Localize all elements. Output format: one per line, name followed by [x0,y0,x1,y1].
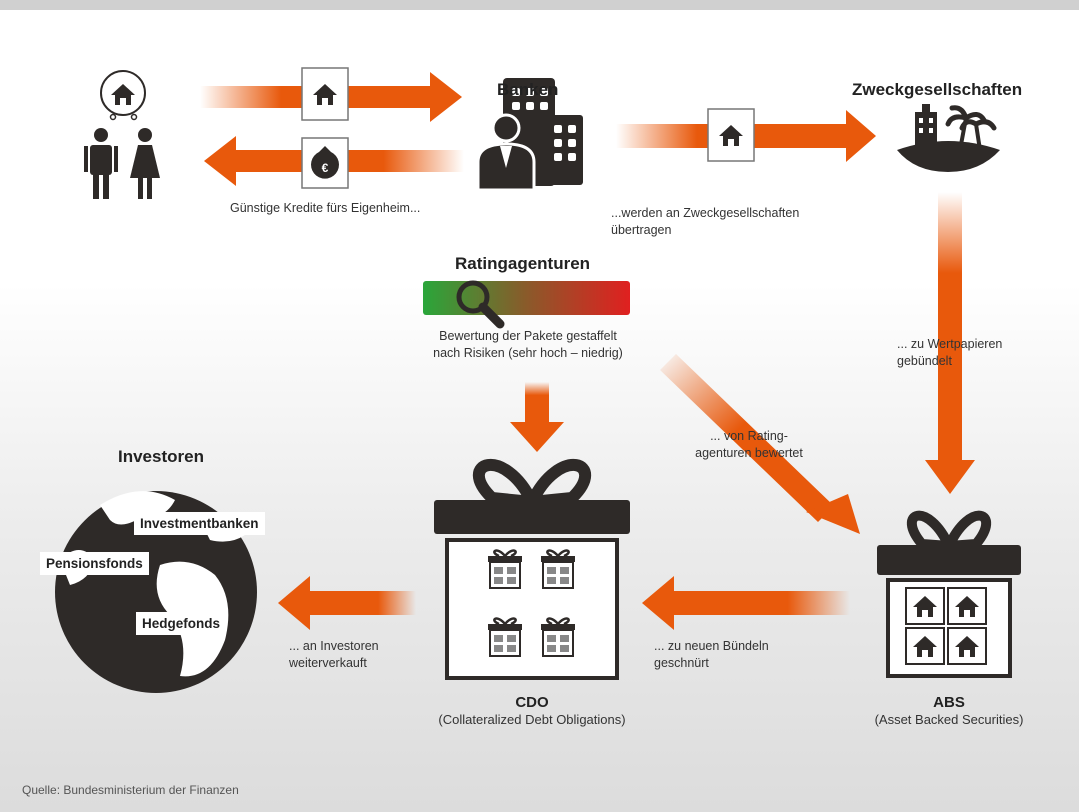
caption-securities: ... zu Wertpapieren gebündelt [897,336,1002,370]
caption-rated-line1: ... von Rating- [710,429,788,443]
caption-transfer-line1: ...werden an Zweckgesellschaften [611,206,800,220]
caption-resold: ... an Investoren weiterverkauft [289,638,379,672]
caption-securities-line2: gebündelt [897,354,952,368]
arrow-credit-to-people: € [204,136,464,189]
caption-rated: ... von Rating- agenturen bewertet [674,428,824,462]
abs-title: ABS [933,694,965,711]
island-icon [897,104,1000,172]
arrow-rating-to-cdo [510,382,564,452]
abs-subtitle: (Asset Backed Securities) [874,712,1024,727]
homeowners-icon [84,70,160,199]
arrow-rating-to-abs [660,354,860,534]
caption-rating-line1: Bewertung der Pakete gestaffelt [439,329,617,343]
caption-rating-line2: nach Risiken (sehr hoch – niedrig) [433,346,623,360]
cdo-label: CDO (Collateralized Debt Obligations) [400,694,664,728]
spv-title: Zweckgesellschaften [852,80,1023,99]
caption-transfer: ...werden an Zweckgesellschaften übertra… [611,205,799,239]
arrow-to-spv [616,108,876,162]
bank-building-icon [476,78,583,192]
top-bar [0,0,1079,10]
caption-transfer-line2: übertragen [611,223,672,237]
caption-credit: Günstige Kredite fürs Eigenheim... [230,201,421,215]
investor-label-hedgefunds: Hedgefonds [136,612,227,635]
caption-rating: Bewertung der Pakete gestaffelt nach Ris… [408,328,648,362]
caption-bundles-line2: geschnürt [654,656,709,670]
caption-resold-line1: ... an Investoren [289,639,379,653]
investor-label-pensionfunds: Pensionsfonds [40,552,149,575]
banks-title: Banken [497,80,559,99]
caption-resold-line2: weiterverkauft [289,656,367,670]
caption-bundles-line1: ... zu neuen Bündeln [654,639,769,653]
caption-rated-line2: agenturen bewertet [695,446,803,460]
investor-label-investmentbanks: Investmentbanken [134,512,265,535]
cdo-title: CDO [515,694,549,711]
svg-text:€: € [322,161,329,175]
rating-agencies-title: Ratingagenturen [455,254,591,273]
rating-scale [423,280,630,329]
abs-gift-icon [877,510,1021,678]
arrow-to-banks [200,67,462,122]
caption-bundles: ... zu neuen Bündeln geschnürt [654,638,769,672]
investors-title: Investoren [118,447,204,466]
arrow-to-abs [925,192,975,494]
abs-label: ABS (Asset Backed Securities) [844,694,1054,728]
arrow-abs-to-cdo [642,576,850,630]
cdo-subtitle: (Collateralized Debt Obligations) [438,712,626,727]
arrow-cdo-to-investors [278,576,416,630]
cdo-gift-icon [434,459,630,680]
caption-securities-line1: ... zu Wertpapieren [897,337,1003,351]
source-note: Quelle: Bundesministerium der Finanzen [22,783,239,797]
